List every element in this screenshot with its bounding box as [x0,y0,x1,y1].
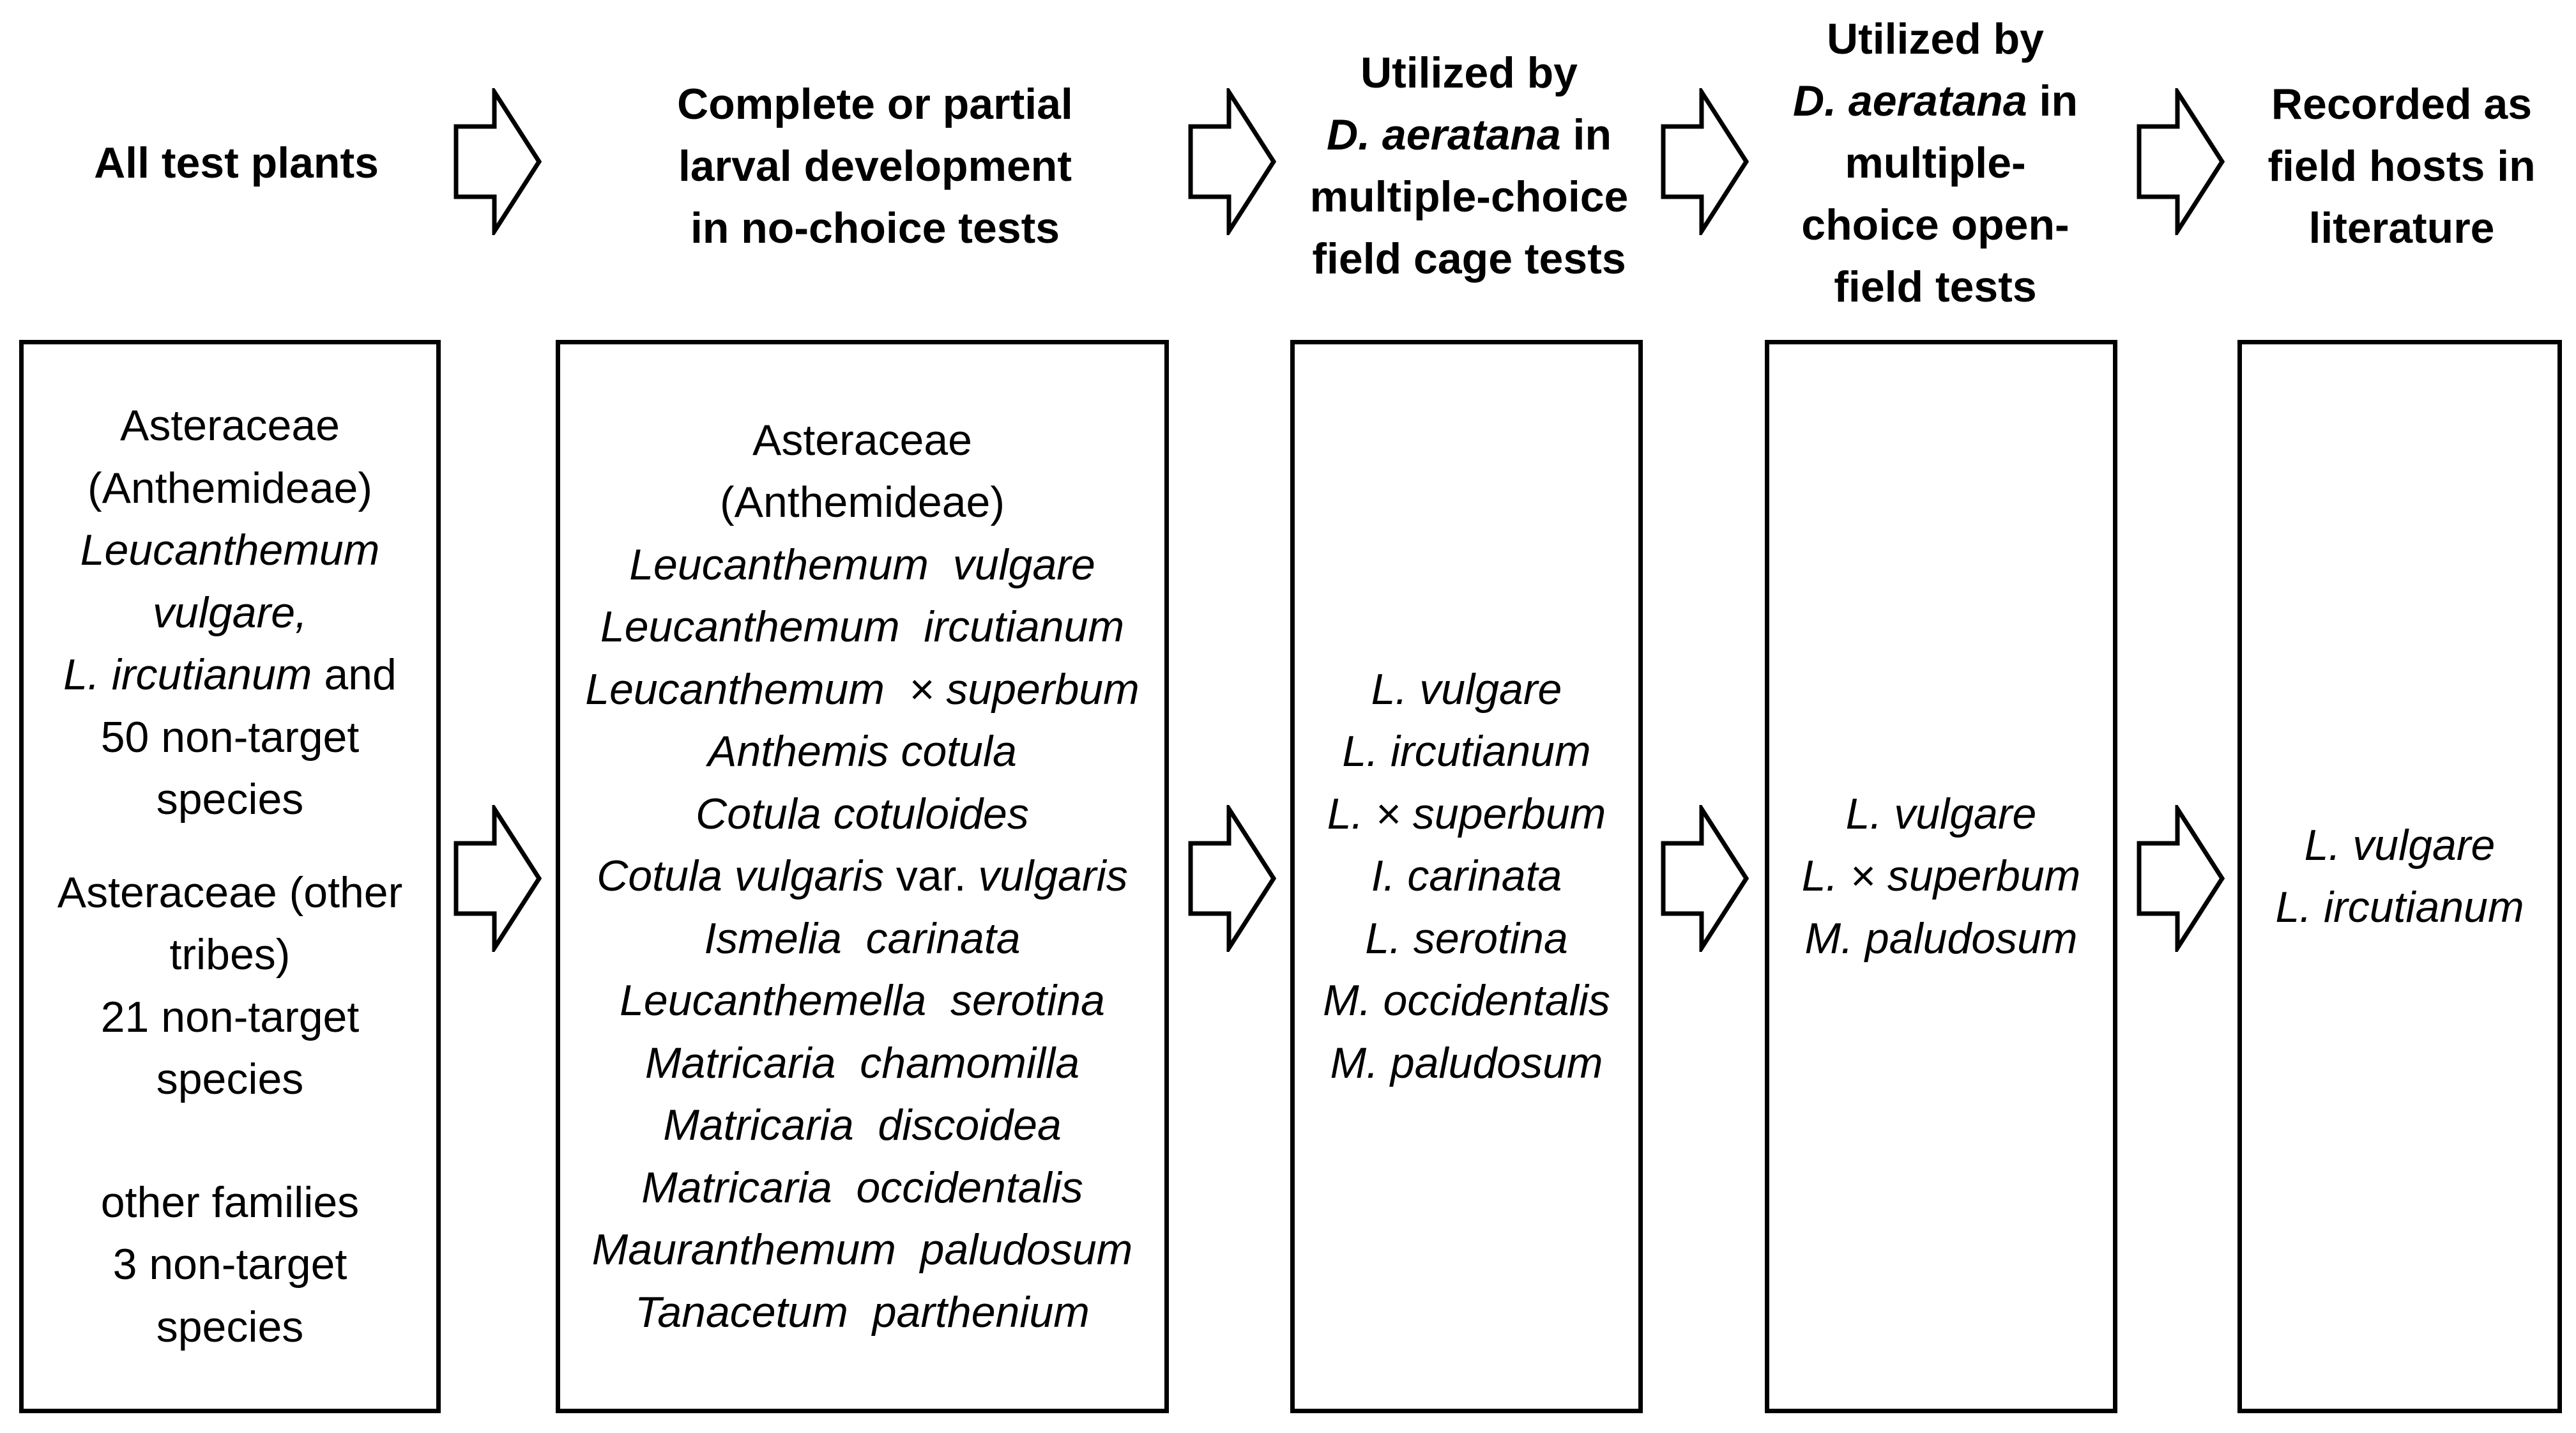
species-name: Matricaria discoidea [663,1101,1062,1150]
box-no-choice-tests: Asteraceae (Anthemideae) Leucanthemum vu… [556,340,1169,1413]
species-name: M. paludosum [1804,914,2078,963]
family-label: other families [100,1177,360,1227]
species-name: L. × superbum [1801,852,2081,901]
species-name: I. carinata [1371,852,1562,901]
right-arrow-icon [2137,805,2226,952]
species-name: vulgaris [978,852,1128,901]
box-field-cage-tests: L. vulgare L. ircutianum L. × superbum I… [1290,340,1643,1413]
header-line: Complete or partial [677,79,1073,128]
species-name: L. ircutianum [2275,883,2524,931]
species-count: species [156,775,304,824]
header-line: All test plants [94,138,379,187]
tribe-label: (Anthemideae) [87,463,372,512]
tribe-label: tribes) [169,930,291,979]
species-name: Cotula cotuloides [696,789,1029,838]
species-name: L. × superbum [1327,789,1606,838]
header-all-test-plants: All test plants [19,115,453,211]
header-line: field tests [1834,262,2037,311]
variety-label: var. [884,852,979,901]
species-name: Mauranthemum paludosum [591,1225,1133,1275]
insect-name: D. aeratana [1327,111,1561,159]
species-name: Matricaria chamomilla [644,1038,1080,1087]
header-line: larval development [678,141,1072,190]
species-name: M. occidentalis [1323,976,1610,1025]
header-line: field cage tests [1312,234,1626,283]
header-no-choice-tests: Complete or partial larval development i… [556,70,1194,262]
header-line: literature [2308,203,2495,252]
family-label: Asteraceae [120,401,340,450]
header-text: in [2027,76,2078,125]
species-name: L. vulgare [2304,820,2496,870]
right-arrow-icon [1661,805,1750,952]
species-name: L. vulgare [1845,789,2037,838]
family-label: Asteraceae (other [57,868,403,917]
species-name: Tanacetum parthenium [635,1287,1090,1337]
species-name: L. vulgare [1371,664,1562,714]
species-count: 50 non-target [100,712,360,762]
insect-name: D. aeratana [1793,76,2027,125]
right-arrow-icon [1661,88,1750,235]
box-field-hosts-literature: L. vulgare L. ircutianum [2237,340,2562,1413]
header-open-field-tests: Utilized by D. aeratana in multiple- cho… [1763,6,2108,319]
header-text: in [1560,111,1612,159]
species-name: Leucanthemum [80,526,380,574]
right-arrow-icon [453,805,543,952]
header-line: multiple- [1845,138,2026,187]
species-name: Leucanthemum × superbum [585,664,1139,714]
header-line: Utilized by [1360,49,1578,97]
right-arrow-icon [1188,805,1277,952]
tribe-label: (Anthemideae) [719,478,1005,527]
header-line: D. aeratana in [1310,104,1629,166]
header-line: Recorded as [2271,79,2533,128]
species-name: Anthemis cotula [708,727,1017,776]
species-count: species [156,1302,304,1351]
species-name: Leucanthemum vulgare [629,540,1095,589]
header-line: in no-choice tests [690,203,1060,252]
right-arrow-icon [1188,88,1277,235]
right-arrow-icon [453,88,543,235]
header-line: D. aeratana in [1793,70,2078,132]
species-line: Cotula vulgaris var. vulgaris [585,845,1139,908]
species-name: Cotula vulgaris [597,852,885,901]
species-name: Matricaria occidentalis [641,1163,1083,1212]
species-name: vulgare, [153,588,307,637]
species-name: L. serotina [1365,914,1568,963]
right-arrow-icon [2137,88,2226,235]
species-name: M. paludosum [1330,1038,1603,1087]
species-count: 3 non-target [112,1240,347,1289]
species-name: Leucanthemum ircutianum [600,602,1125,652]
header-field-cage-tests: Utilized by D. aeratana in multiple-choi… [1284,38,1654,294]
species-name: Leucanthemella serotina [620,976,1105,1025]
species-count: species [156,1055,304,1103]
species-count: 21 non-target [100,992,360,1041]
species-name: L. ircutianum [1342,727,1591,776]
header-line: field hosts in [2267,141,2536,190]
header-line: multiple-choice [1309,172,1629,221]
header-field-hosts-literature: Recorded as field hosts in literature [2236,70,2568,262]
species-conjunction: and [312,650,397,699]
family-label: Asteraceae [752,415,972,464]
header-line: choice open- [1801,200,2069,249]
species-name: L. ircutianum [63,650,312,699]
species-line: L. ircutianum and [57,644,403,707]
species-name: Ismelia carinata [704,914,1021,963]
header-line: Utilized by [1826,14,2045,63]
box-open-field-tests: L. vulgare L. × superbum M. paludosum [1765,340,2117,1413]
box-all-test-plants: Asteraceae (Anthemideae) Leucanthemum vu… [19,340,441,1413]
